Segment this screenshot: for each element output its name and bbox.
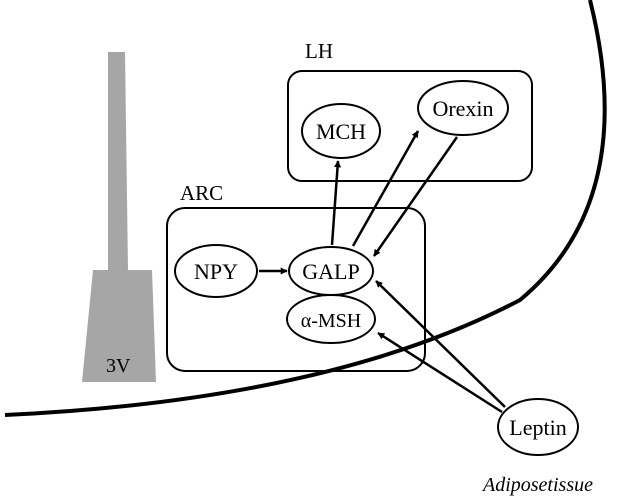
lh-region-box — [287, 70, 533, 182]
arc-label: ARC — [180, 181, 223, 205]
third-ventricle-shape — [82, 52, 156, 382]
alpha-msh-label: α-MSH — [301, 310, 362, 332]
lh-label: LH — [305, 39, 333, 63]
leptin-node: Leptin — [497, 398, 579, 456]
arrow-orexin-to-galp — [372, 136, 459, 257]
arrow-galp-to-mch — [330, 160, 342, 246]
orexin-label: Orexin — [432, 96, 493, 121]
galp-label: GALP — [302, 259, 359, 284]
alpha-msh-node: α-MSH — [286, 294, 376, 344]
galp-node: GALP — [288, 246, 374, 296]
leptin-label: Leptin — [509, 415, 566, 440]
mch-node: MCH — [301, 103, 381, 159]
third-ventricle-label: 3V — [106, 355, 131, 377]
arrow-leptin-to-alpha-msh — [377, 331, 503, 414]
orexin-node: Orexin — [417, 80, 509, 136]
arc-region-box — [166, 207, 426, 372]
mch-label: MCH — [316, 119, 366, 144]
arrow-leptin-to-galp — [375, 280, 506, 408]
npy-label: NPY — [194, 259, 238, 284]
adipose-tissue-label: Adiposetissue — [481, 474, 593, 496]
npy-node: NPY — [174, 244, 258, 298]
arrow-galp-to-orexin — [351, 130, 420, 247]
brain-boundary-arc — [4, 0, 607, 417]
